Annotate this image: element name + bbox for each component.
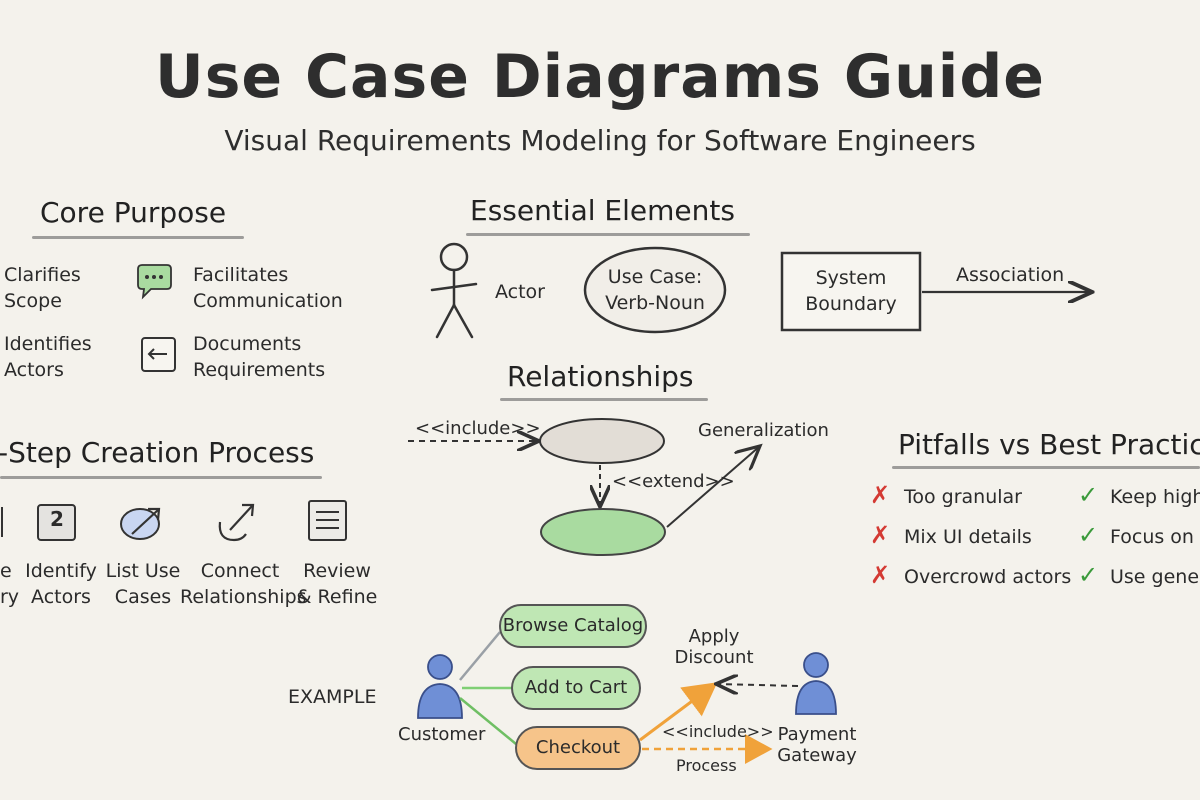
step-4-line2: Relationships <box>180 586 307 608</box>
pitfall-x-icon: ✗ <box>870 481 891 509</box>
connect-arrow-icon <box>218 503 255 542</box>
checkout-use-case <box>515 726 641 770</box>
generalization-arrow <box>666 446 760 528</box>
pitfall-row-2: Mix UI details <box>904 526 1032 548</box>
browse-catalog-use-case <box>499 604 647 648</box>
pitfall-x-icon: ✗ <box>870 561 891 589</box>
step-5-label: Review & Refine <box>288 558 386 610</box>
practice-check-icon: ✓ <box>1078 561 1099 589</box>
payment-gateway-line1: Payment <box>777 724 857 745</box>
step-3-line2: Cases <box>114 586 172 608</box>
step-5-line1: Review <box>303 560 371 582</box>
association-label: Association <box>956 264 1065 286</box>
system-boundary-line1: System <box>815 267 887 289</box>
boundary-icon <box>1 507 3 537</box>
gateway-to-discount-dashed-arrow <box>718 684 799 686</box>
step-2-label: Identify Actors <box>15 558 107 610</box>
creation-process-heading: -Step Creation Process <box>0 436 315 469</box>
checkout-to-discount-arrow <box>639 682 718 742</box>
extend-label: <<extend>> <box>612 471 735 492</box>
oval-arrow-icon <box>120 507 161 540</box>
use-case-label: Use Case: Verb-Noun <box>585 264 725 316</box>
facilitates-communication-item: Facilitates Communication <box>193 262 343 314</box>
include-label: <<include>> <box>415 418 541 439</box>
practice-row-2: Focus on f <box>1110 526 1200 548</box>
number-two-glyph: 2 <box>50 507 64 531</box>
page-title: Use Case Diagrams Guide <box>154 42 1045 112</box>
use-case-label-line2: Verb-Noun <box>605 292 705 314</box>
document-icon <box>141 337 176 372</box>
use-case-label-line1: Use Case: <box>607 266 703 288</box>
generalization-label: Generalization <box>698 420 829 441</box>
actor-stick-figure-icon <box>430 242 478 339</box>
pitfalls-heading: Pitfalls vs Best Practic <box>898 428 1200 461</box>
facilitates-communication-line1: Facilitates <box>193 264 289 286</box>
essential-elements-heading: Essential Elements <box>470 194 735 227</box>
checkout-label: Checkout <box>535 737 621 758</box>
practice-check-icon: ✓ <box>1078 521 1099 549</box>
step-4-line1: Connect <box>200 560 280 582</box>
page-subtitle: Visual Requirements Modeling for Softwar… <box>224 124 976 157</box>
system-boundary-line2: Boundary <box>805 293 897 315</box>
customer-checkout-link <box>459 697 517 745</box>
checklist-icon <box>308 500 347 541</box>
example-label: EXAMPLE <box>288 686 377 708</box>
actor-label: Actor <box>495 281 545 303</box>
step-2-line1: Identify <box>25 560 97 582</box>
core-purpose-heading: Core Purpose <box>40 196 227 229</box>
step-2-line2: Actors <box>31 586 91 608</box>
identifies-actors-line1: Identifies <box>4 333 92 355</box>
practice-row-1: Keep high <box>1110 486 1200 508</box>
pitfalls-underline <box>892 466 1200 469</box>
documents-requirements-line2: Requirements <box>193 359 326 381</box>
system-boundary-box <box>780 251 922 332</box>
customer-browse-link <box>459 631 501 681</box>
clarifies-scope-line2: Scope <box>4 290 62 312</box>
base-use-case-oval <box>539 418 665 464</box>
clarifies-scope-item: Clarifies Scope <box>4 262 81 314</box>
practice-check-icon: ✓ <box>1078 481 1099 509</box>
core-purpose-underline <box>32 236 244 239</box>
apply-discount-line1: Apply <box>688 626 740 647</box>
creation-process-underline <box>0 476 322 479</box>
practice-row-3: Use gener <box>1110 566 1200 588</box>
system-boundary-label: System Boundary <box>782 265 920 317</box>
pitfall-x-icon: ✗ <box>870 521 891 549</box>
number-two-icon <box>37 504 76 541</box>
documents-requirements-line1: Documents <box>193 333 302 355</box>
add-to-cart-label: Add to Cart <box>524 677 628 698</box>
step-3-label: List Use Cases <box>100 558 186 610</box>
add-to-cart-use-case <box>511 666 641 710</box>
step-1-line2: ry <box>0 586 20 608</box>
payment-gateway-actor-icon <box>795 652 837 715</box>
use-case-oval <box>583 246 727 334</box>
clarifies-scope-line1: Clarifies <box>4 264 81 286</box>
documents-requirements-item: Documents Requirements <box>193 331 325 383</box>
essential-elements-underline <box>466 233 750 236</box>
process-label: Process <box>676 756 737 775</box>
customer-label: Customer <box>398 724 486 745</box>
identifies-actors-line2: Actors <box>4 359 64 381</box>
apply-discount-label: Apply Discount <box>664 626 764 668</box>
apply-discount-line2: Discount <box>674 647 754 668</box>
relationships-heading: Relationships <box>507 360 694 393</box>
pitfall-row-1: Too granular <box>904 486 1022 508</box>
facilitates-communication-line2: Communication <box>193 290 343 312</box>
payment-gateway-label: Payment Gateway <box>772 724 862 766</box>
step-1-line1: e <box>0 560 12 582</box>
checkout-include-label: <<include>> <box>662 722 774 741</box>
step-1-label: e ry <box>0 558 19 610</box>
relationships-underline <box>500 398 708 401</box>
payment-gateway-line2: Gateway <box>777 745 857 766</box>
identifies-actors-item: Identifies Actors <box>4 331 92 383</box>
extension-use-case-oval <box>540 508 666 556</box>
speech-bubble-icon <box>137 264 172 300</box>
step-3-line1: List Use <box>105 560 181 582</box>
step-5-line2: & Refine <box>296 586 378 608</box>
customer-actor-icon <box>417 654 463 719</box>
pitfall-row-3: Overcrowd actors <box>904 566 1072 588</box>
step-4-label: Connect Relationships <box>180 558 307 610</box>
browse-catalog-label: Browse Catalog <box>502 615 644 636</box>
